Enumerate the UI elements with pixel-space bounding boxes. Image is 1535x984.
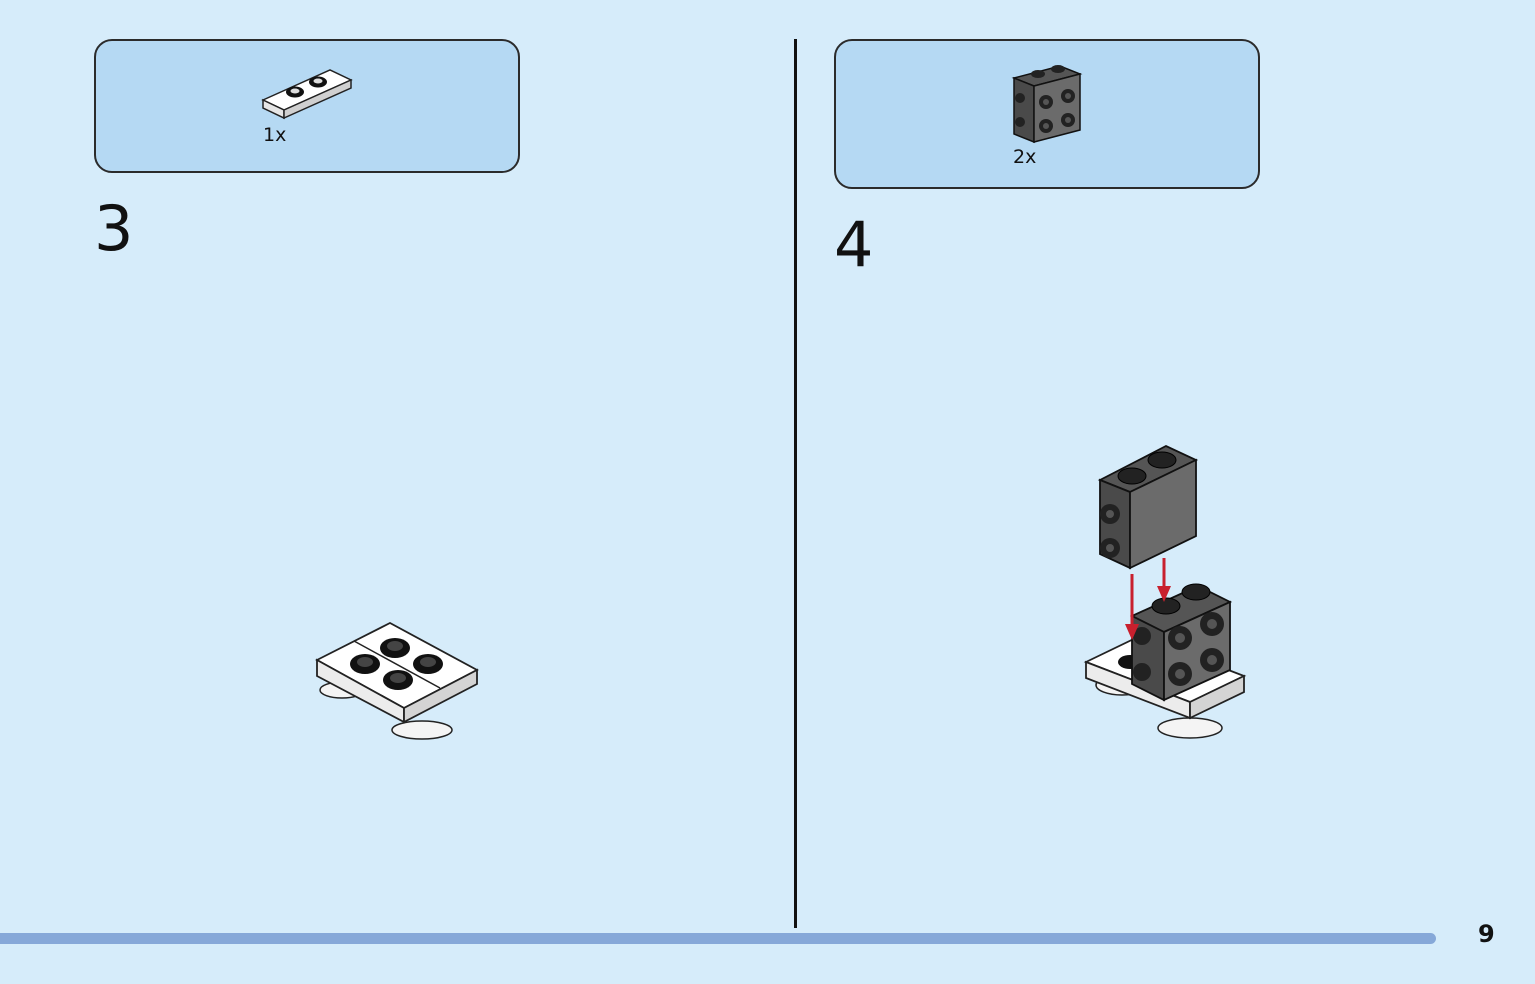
progress-bar [0,933,1436,944]
white-plate-1x2-part-icon [261,69,353,120]
step-3-assembly-illustration [315,621,479,740]
parts-list-box-step-4 [834,39,1260,189]
parts-quantity-label: 1x [263,124,287,146]
step-number: 3 [94,192,134,265]
page-divider [794,39,797,928]
gray-brick-with-side-studs-part-icon [1011,65,1083,144]
step-4-assembly-illustration [1083,444,1247,739]
page-number: 9 [1478,920,1495,948]
step-number: 4 [834,208,874,281]
parts-quantity-label: 2x [1013,146,1037,168]
